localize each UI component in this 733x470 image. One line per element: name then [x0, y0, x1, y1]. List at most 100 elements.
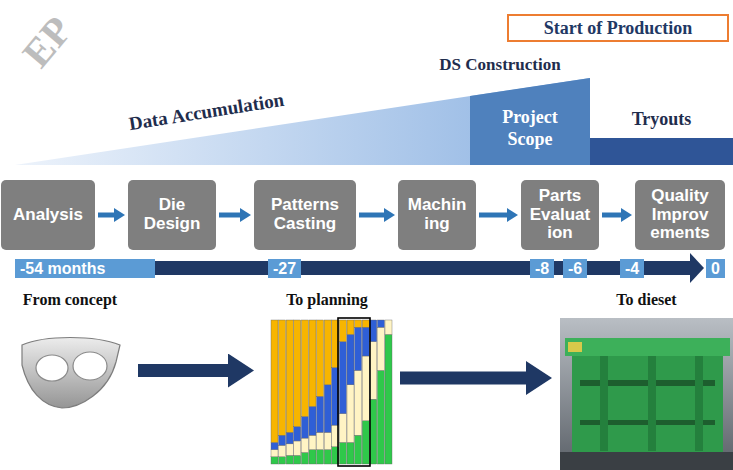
- die-base: [560, 452, 733, 470]
- flow-arrow: [138, 364, 232, 377]
- chart-bar: [324, 450, 331, 464]
- part-hole: [73, 352, 107, 380]
- chart-bar: [279, 457, 286, 464]
- timeline-label: 0: [706, 259, 725, 278]
- chart-bar: [324, 432, 331, 449]
- chart-bar: [301, 452, 308, 464]
- chart-bar: [309, 406, 316, 435]
- stage-panel: To planning: [262, 288, 392, 468]
- process-label: Analysis: [13, 206, 83, 225]
- process-label: Die Design: [134, 196, 210, 233]
- label-holder: -4: [620, 259, 644, 278]
- chart-bar: [339, 442, 346, 464]
- dieset-photo: [560, 318, 733, 470]
- chart-bar: [271, 442, 278, 449]
- die-rib: [695, 356, 703, 451]
- scope-fill: [470, 78, 590, 165]
- process-box: Machin ing: [398, 180, 476, 250]
- chart-bar: [362, 356, 369, 421]
- chart-bar: [370, 399, 377, 464]
- chart-bar: [324, 320, 331, 385]
- die-rib: [648, 356, 656, 451]
- chart-bar: [347, 385, 354, 443]
- part-body: [22, 338, 120, 409]
- chart-bar: [370, 342, 377, 400]
- stage-panel: To dieset: [560, 288, 733, 470]
- process-label: Quality Improv ements: [641, 187, 719, 243]
- label-holder: -8: [530, 259, 554, 278]
- chart-bar: [355, 370, 362, 435]
- process-label: Parts Evaluat ion: [527, 187, 593, 243]
- process-label: Patterns Casting: [260, 196, 350, 233]
- chart-bar: [347, 442, 354, 464]
- scope-block: DS ConstructionProject Scope: [410, 52, 590, 165]
- timeline-label: -27: [268, 259, 301, 278]
- chart-bar: [385, 334, 392, 464]
- chart-bar: [279, 435, 286, 445]
- chart-bar: [324, 385, 331, 433]
- chart-bar: [362, 421, 369, 464]
- concept-part: [22, 338, 120, 409]
- chart-bar: [271, 450, 278, 457]
- chart-bar: [271, 457, 278, 464]
- flow-arrow: [359, 213, 386, 218]
- tryouts-fill: [590, 138, 733, 165]
- timeline-band: [150, 261, 692, 275]
- process-box: Analysis: [1, 180, 95, 250]
- chart-bar: [286, 432, 293, 444]
- chart-bar: [301, 438, 308, 452]
- stage-panel: From concept: [10, 288, 130, 453]
- label-holder: EP: [16, 10, 80, 75]
- label-holder: -6: [563, 259, 587, 278]
- timeline-label: -6: [563, 259, 587, 278]
- chart-bar: [309, 450, 316, 464]
- watermark: EP: [16, 10, 80, 75]
- process-box: Die Design: [128, 180, 216, 250]
- chart-bar: [339, 342, 346, 414]
- chart-bar: [286, 320, 293, 432]
- chart-bar: [317, 450, 324, 464]
- flow-arrow: [98, 213, 116, 218]
- chart-bar: [271, 320, 278, 442]
- chart-bar: [294, 441, 301, 455]
- part-hole: [36, 355, 68, 381]
- process-label: Machin ing: [404, 196, 470, 233]
- chart-bar: [377, 327, 384, 370]
- phase-heading: Tryouts: [590, 108, 733, 130]
- chart-bar: [355, 320, 362, 327]
- label-holder: -54 months: [15, 259, 155, 278]
- chart-bar: [294, 320, 301, 427]
- planning-chart: [271, 320, 392, 464]
- flow-arrow: [602, 213, 623, 218]
- phase-heading: DS Construction: [410, 55, 590, 75]
- chart-bar: [301, 320, 308, 416]
- milestone-label: Start of Production: [544, 18, 693, 39]
- chart-bar: [286, 444, 293, 456]
- stage-caption: From concept: [10, 290, 130, 310]
- chart-bar: [385, 320, 392, 334]
- chart-bar: [347, 320, 354, 334]
- label-holder: -27: [268, 259, 301, 278]
- chart-bar: [317, 432, 324, 449]
- chart-bar: [370, 320, 377, 342]
- process-box: Parts Evaluat ion: [521, 180, 599, 250]
- chart-bar: [279, 445, 286, 457]
- chart-bar: [339, 414, 346, 443]
- chart-bar: [362, 327, 369, 356]
- photo-ground: [560, 318, 733, 470]
- milestone-box: Start of Production: [507, 14, 729, 42]
- process-box: Patterns Casting: [254, 180, 356, 250]
- label-holder: 0: [706, 259, 725, 278]
- chart-bar: [362, 320, 369, 327]
- triangle-fill: [15, 78, 590, 165]
- stage-caption: To planning: [262, 290, 392, 310]
- chart-bar: [309, 320, 316, 406]
- timeline-label: -4: [620, 259, 644, 278]
- chart-bar: [355, 435, 362, 464]
- chart-bar: [301, 416, 308, 438]
- timeline-bar: [150, 253, 704, 283]
- flow-arrow: [400, 372, 530, 385]
- chart-frame: [338, 318, 370, 466]
- chart-bar: [339, 320, 346, 342]
